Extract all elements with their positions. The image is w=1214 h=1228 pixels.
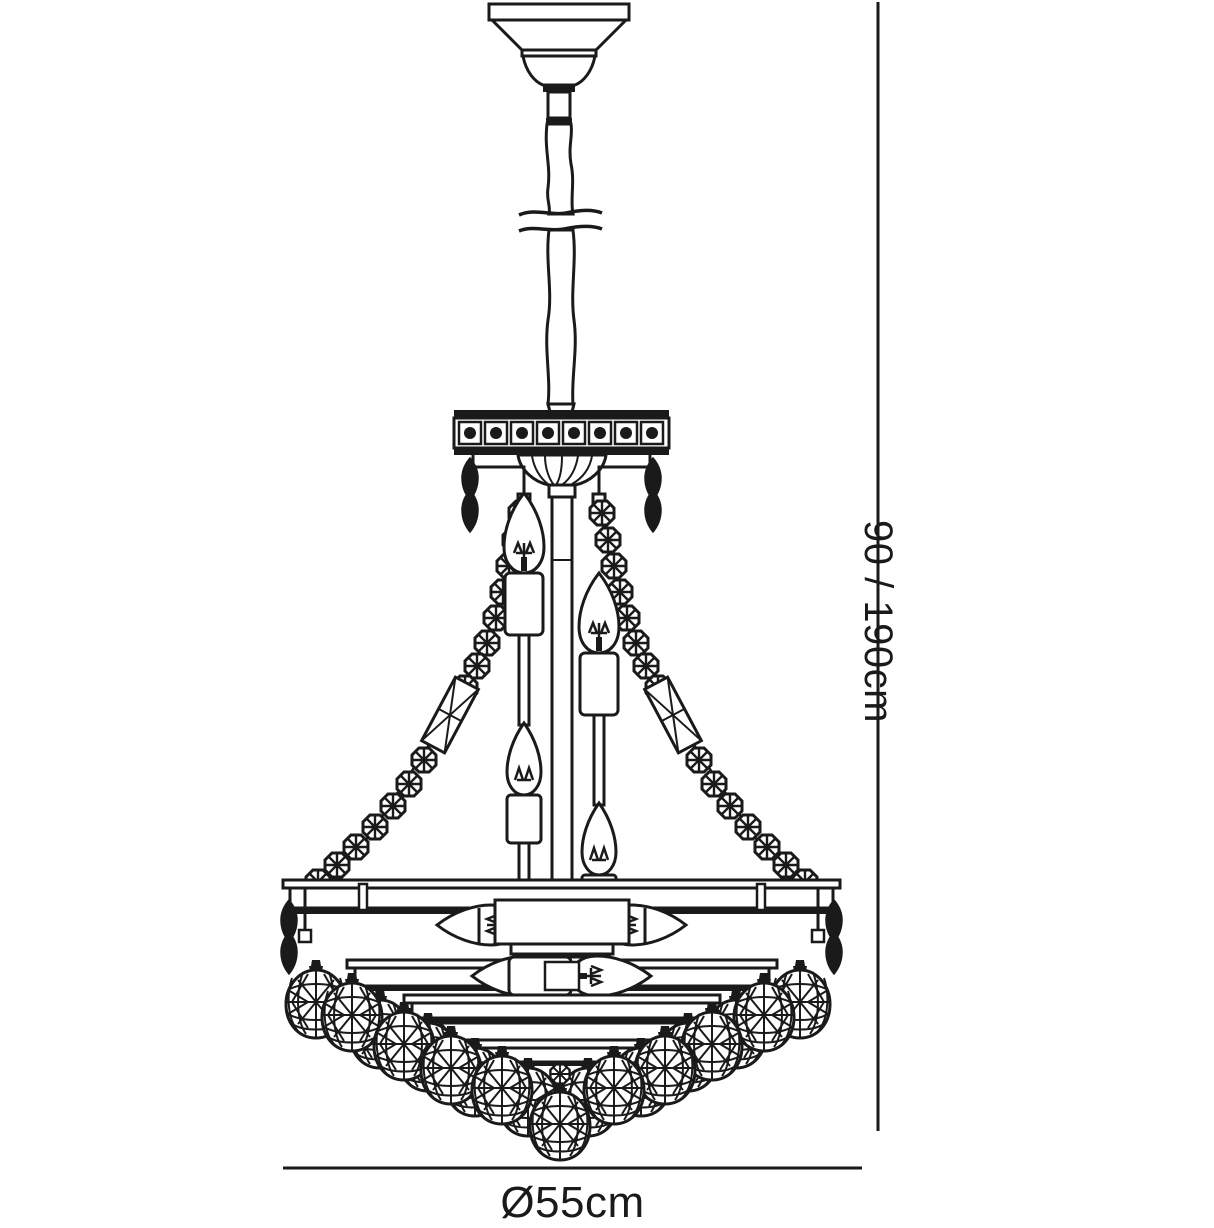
lower-tier-3: [402, 993, 722, 1042]
lower-tier-2: [345, 954, 779, 998]
central-column: [550, 495, 574, 889]
outer-edge-drops: [280, 888, 843, 975]
crown-ring: [452, 410, 671, 499]
upper-tier-bulb-left: [502, 491, 546, 890]
lower-tier-1: [435, 898, 688, 970]
upper-tier-bulb-right: [577, 571, 621, 891]
crystal-strand-right: [588, 499, 819, 896]
height-dimension-label: 90 / 190cm: [856, 520, 900, 723]
ceiling-canopy: [487, 2, 631, 92]
suspension-cable: [518, 90, 603, 414]
crystal-strand-left: [304, 499, 535, 896]
diameter-dimension-label: Ø55cm: [500, 1178, 645, 1227]
